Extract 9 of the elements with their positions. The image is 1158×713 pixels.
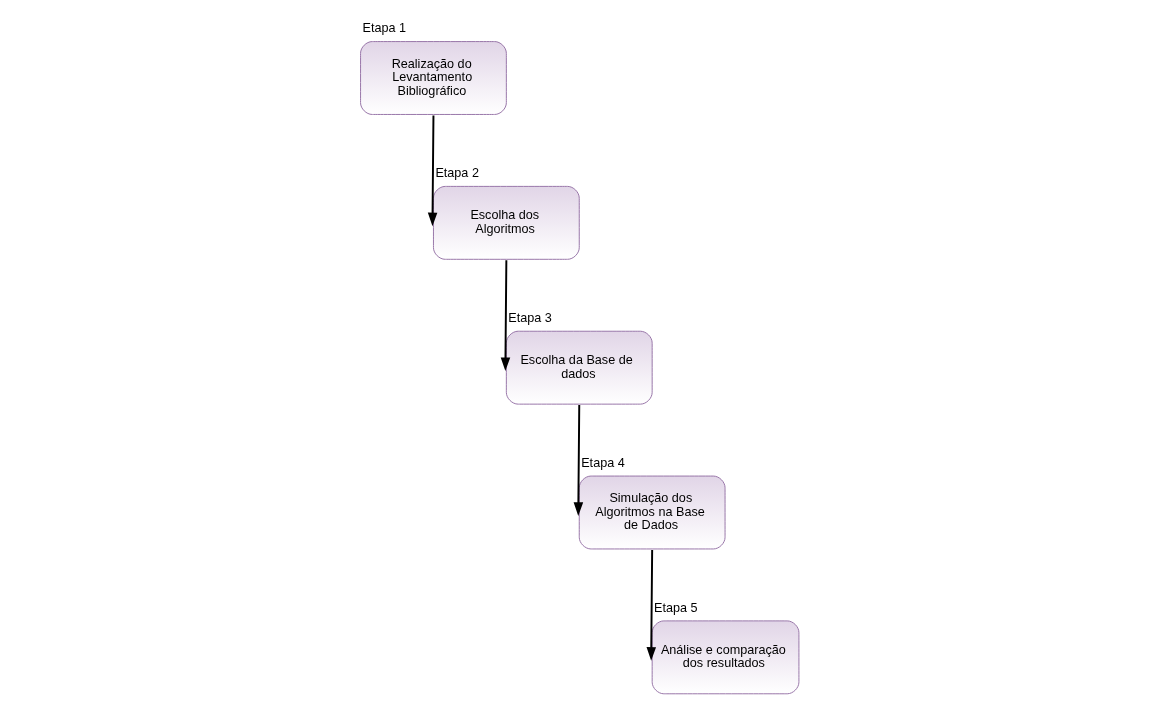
node-label: Etapa 1 — [362, 21, 406, 36]
arrow — [427, 114, 437, 227]
node-label: Etapa 4 — [580, 455, 625, 470]
node-label: Etapa 5 — [653, 600, 698, 615]
node-label: Etapa 3 — [507, 310, 552, 325]
arrow — [500, 259, 510, 372]
node-label: Etapa 2 — [434, 166, 479, 181]
arrow — [646, 548, 656, 661]
arrow — [573, 404, 583, 516]
